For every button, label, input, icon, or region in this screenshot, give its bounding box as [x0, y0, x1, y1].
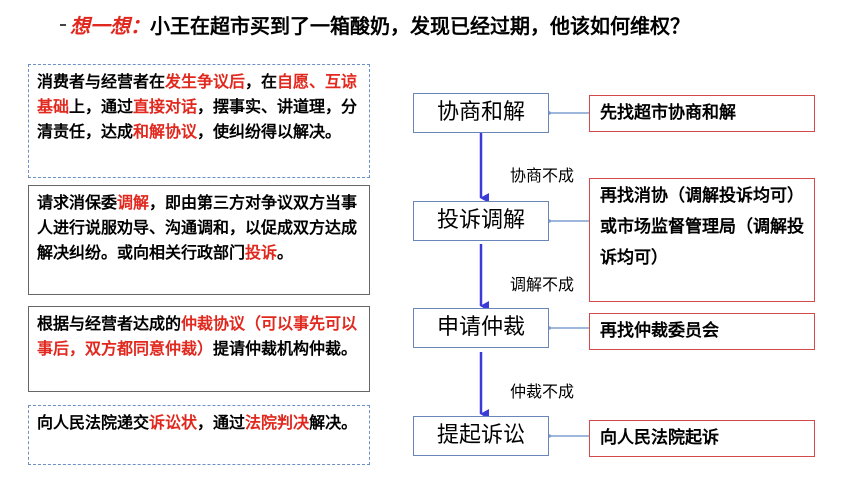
desc-arbitration: 根据与经营者达成的仲裁协议（可以事先可以事后，双方都同意仲裁）提请仲裁机构仲裁。: [28, 306, 370, 392]
step-sue: 提起诉讼: [413, 416, 549, 456]
step-complain: 投诉调解: [413, 201, 549, 241]
desc-highlight: 调解: [117, 193, 150, 212]
target-supermarket: 先找超市协商和解: [589, 95, 815, 132]
title-dash: [60, 24, 66, 26]
desc-highlight: 仲裁协议（可以事先可以事后，双方都同意仲裁）: [37, 314, 358, 358]
desc-text: 。: [277, 243, 294, 262]
step-negotiate: 协商和解: [413, 93, 549, 133]
desc-litigation: 向人民法院递交诉讼状，通过法院判决解决。: [28, 405, 370, 465]
desc-text: ，使纠纷得以解决。: [197, 122, 342, 141]
desc-text: ，在: [245, 72, 278, 91]
desc-highlight: 法院判决: [245, 413, 310, 432]
desc-highlight: 自愿、互谅基础: [37, 72, 358, 116]
desc-text: 根据与经营者达成的: [37, 314, 182, 333]
desc-text: 解决。: [309, 413, 358, 432]
target-court: 向人民法院起诉: [589, 420, 815, 457]
desc-mediation: 请求消保委调解，即由第三方对争议双方当事人进行说服劝导、沟通调和，以促成双方达成…: [28, 185, 370, 295]
desc-text: ，通过: [197, 413, 246, 432]
page-title: 想一想：小王在超市买到了一箱酸奶，发现已经过期，他该如何维权？: [70, 10, 690, 39]
step-arbitrate: 申请仲裁: [413, 308, 549, 348]
target-consumer-association: 再找消协（调解投诉均可）或市场监督管理局（调解投诉均可）: [589, 178, 815, 302]
desc-text: ，摆事实、讲道理，分清责任，达成: [37, 97, 358, 141]
transition-label-1: 协商不成: [510, 166, 575, 185]
title-lead: 想一想：: [70, 14, 150, 38]
desc-highlight: 和解协议: [133, 122, 198, 141]
desc-text: 提请仲裁机构仲裁。: [213, 339, 358, 358]
desc-highlight: 发生争议后: [165, 72, 246, 91]
desc-highlight: 投诉: [245, 243, 278, 262]
desc-text: 上，通过: [69, 97, 134, 116]
target-arbitration-committee: 再找仲裁委员会: [589, 313, 815, 350]
transition-label-3: 仲裁不成: [510, 382, 575, 401]
desc-highlight: 直接对话: [133, 97, 198, 116]
desc-negotiation: 消费者与经营者在发生争议后，在自愿、互谅基础上，通过直接对话，摆事实、讲道理，分…: [28, 64, 370, 178]
desc-text: ，即由第三方对争议双方当事人进行说服劝导、沟通调和，以促成双方达成解决纠纷。或向…: [37, 193, 358, 262]
transition-label-2: 调解不成: [510, 275, 575, 294]
desc-text: 向人民法院递交: [37, 413, 150, 432]
title-question: 小王在超市买到了一箱酸奶，发现已经过期，他该如何维权？: [150, 14, 690, 38]
desc-text: 消费者与经营者在: [37, 72, 166, 91]
desc-text: 请求消保委: [37, 193, 118, 212]
desc-highlight: 诉讼状: [149, 413, 198, 432]
